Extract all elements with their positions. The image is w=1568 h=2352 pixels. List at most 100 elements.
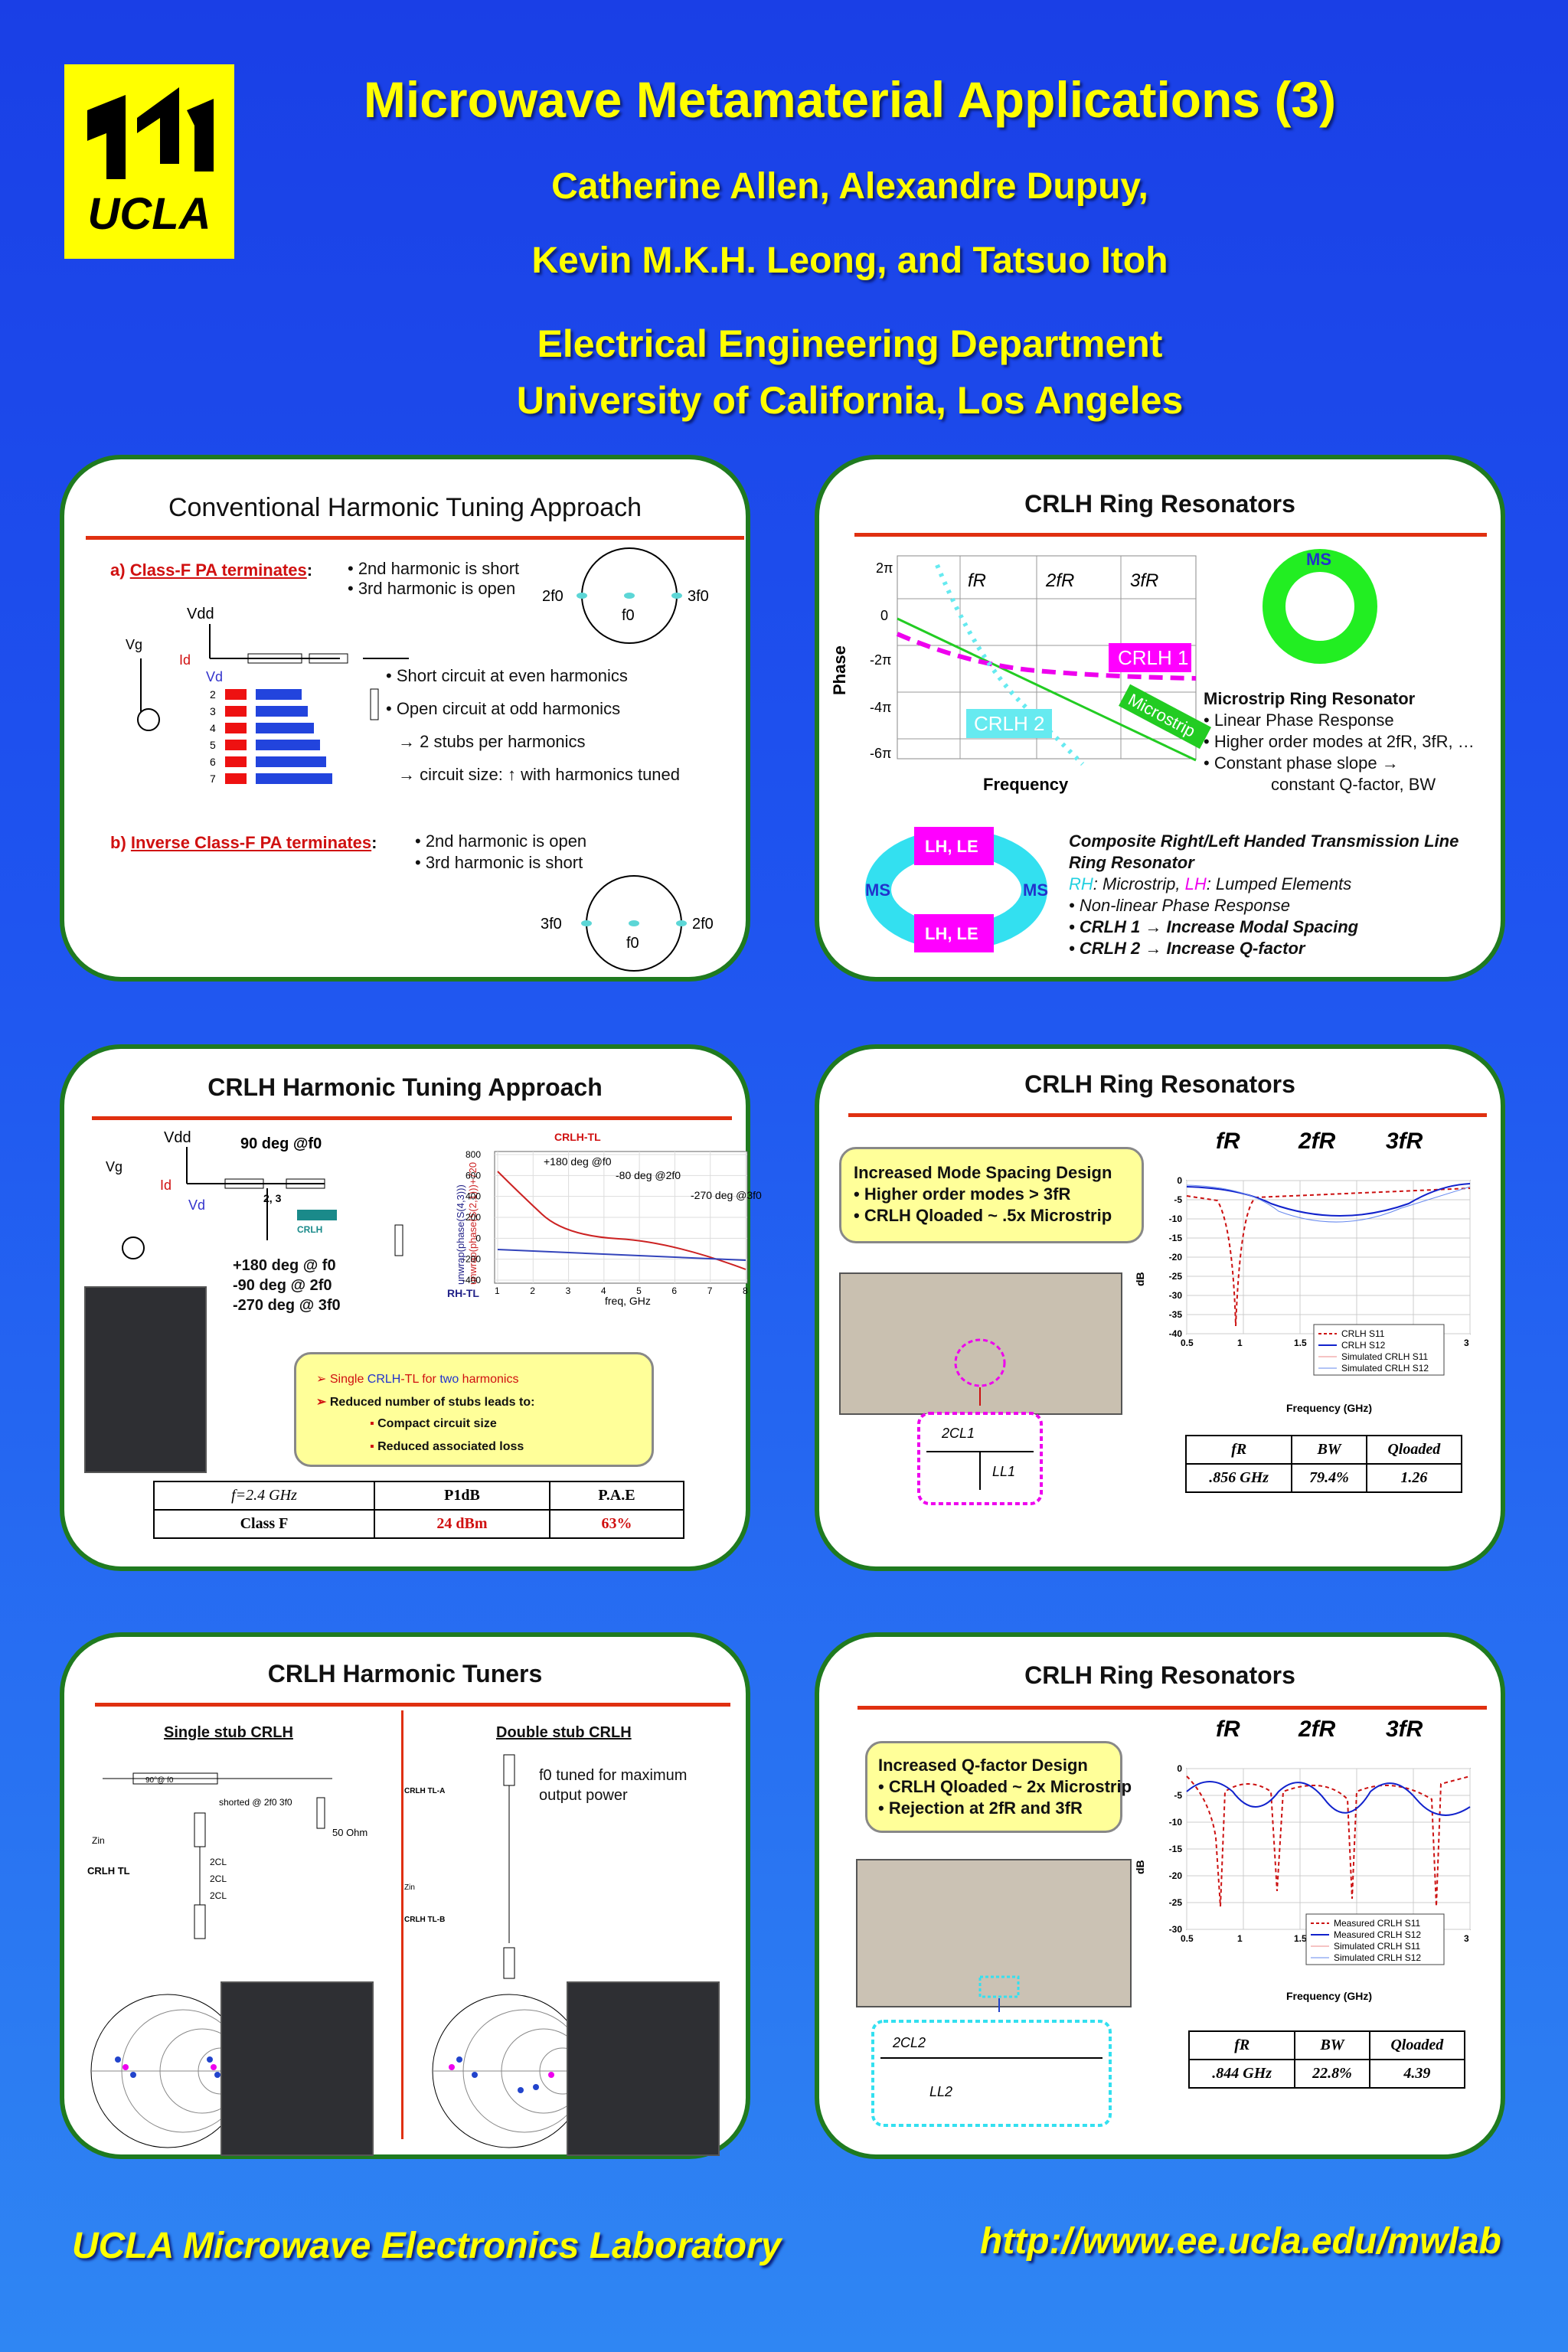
svg-text:Id: Id bbox=[160, 1178, 172, 1193]
q-factor-box: Increased Q-factor Design • CRLH Qloaded… bbox=[865, 1741, 1132, 1833]
series-measured-s11 bbox=[1186, 1775, 1471, 1907]
x-tick: 6 bbox=[671, 1285, 677, 1296]
panel-crlh-harmonic-tuning: CRLH Harmonic Tuning Approach Vdd Vg Id … bbox=[60, 1044, 762, 1571]
svg-text:CRLH TL-A: CRLH TL-A bbox=[404, 1787, 445, 1795]
y-tick: -35 bbox=[1169, 1309, 1183, 1320]
y-tick: 0 bbox=[475, 1233, 481, 1243]
svg-text:shorted @ 2f0 3f0: shorted @ 2f0 3f0 bbox=[219, 1797, 292, 1808]
svg-text:3f0: 3f0 bbox=[541, 916, 562, 933]
svg-text:LL1: LL1 bbox=[992, 1464, 1015, 1479]
series-crlh-s12 bbox=[1186, 1183, 1471, 1217]
svg-text:CRLH 1: CRLH 1 bbox=[1118, 646, 1188, 669]
s-parameter-plot-1: 0.511.522.530-5-10-15-20-25-30-35-40 fR … bbox=[1134, 1129, 1471, 1414]
svg-text:Measured CRLH S11: Measured CRLH S11 bbox=[1334, 1918, 1420, 1929]
y-tick: -400 bbox=[462, 1275, 481, 1285]
crlh-bullet-1: • Non-linear Phase Response bbox=[1069, 896, 1290, 915]
svg-text:CRLH: CRLH bbox=[297, 1224, 322, 1235]
svg-text:Zin: Zin bbox=[404, 1883, 415, 1892]
svg-text:-2π: -2π bbox=[870, 652, 891, 668]
svg-text:2fR: 2fR bbox=[1045, 570, 1074, 591]
y-tick: 0 bbox=[1177, 1175, 1182, 1186]
circuit-inset-1: 2CL1 LL1 bbox=[917, 1338, 1043, 1505]
y-tick: -200 bbox=[462, 1254, 481, 1265]
svg-text:+180 deg @f0: +180 deg @f0 bbox=[544, 1155, 612, 1168]
svg-text:freq, GHz: freq, GHz bbox=[605, 1295, 651, 1307]
svg-text:2f0: 2f0 bbox=[692, 916, 714, 933]
y-tick: 800 bbox=[466, 1149, 481, 1160]
y-tick: 600 bbox=[466, 1170, 481, 1181]
panel-conventional-harmonic-tuning: Conventional Harmonic Tuning Approach a)… bbox=[60, 455, 750, 982]
svg-text:RH-TL: RH-TL bbox=[447, 1287, 479, 1299]
panel-title: CRLH Harmonic Tuners bbox=[267, 1660, 543, 1687]
poster-header: Microwave Metamaterial Applications (3) … bbox=[260, 70, 1439, 429]
svg-text:dB: dB bbox=[1134, 1860, 1146, 1874]
x-tick: 1 bbox=[1237, 1338, 1243, 1348]
double-stub-photo bbox=[567, 1981, 720, 2156]
logo-text: UCLA bbox=[87, 189, 211, 239]
y-tick: -20 bbox=[1169, 1252, 1183, 1263]
panel-title: CRLH Ring Resonators bbox=[1024, 490, 1295, 518]
svg-text:-4π: -4π bbox=[870, 700, 891, 715]
smith-chart-top: 2f0 f0 3f0 bbox=[542, 547, 709, 644]
single-stub-heading: Single stub CRLH bbox=[164, 1724, 293, 1741]
stub-number: 4 bbox=[210, 722, 216, 734]
microstrip-ring: MS bbox=[1263, 549, 1377, 664]
svg-text:unwrap(phase(S(4,3))): unwrap(phase(S(4,3))) bbox=[455, 1184, 466, 1285]
y-tick: -5 bbox=[1174, 1790, 1182, 1801]
series-sim-s12 bbox=[1186, 1184, 1471, 1223]
stub-blue bbox=[256, 706, 308, 717]
phase-note-2: -90 deg @ 2f0 bbox=[233, 1277, 332, 1294]
inverse-class-f-link[interactable]: Inverse Class-F PA terminates bbox=[130, 833, 372, 852]
x-tick: 3 bbox=[566, 1285, 571, 1296]
x-tick: 5 bbox=[636, 1285, 642, 1296]
x-tick: 0.5 bbox=[1181, 1933, 1194, 1944]
y-tick: 0 bbox=[1177, 1763, 1182, 1774]
crlh-ring: LH, LE LH, LE MS MS bbox=[865, 827, 1048, 952]
svg-text:2fR: 2fR bbox=[1298, 1717, 1336, 1742]
lab-url[interactable]: http://www.ee.ucla.edu/mwlab bbox=[980, 2221, 1501, 2262]
stub-red bbox=[225, 740, 247, 750]
title-rule bbox=[848, 1113, 1487, 1117]
y-tick: 400 bbox=[466, 1191, 481, 1202]
single-stub-schematic: 90°@ f0 shorted @ 2f0 3f0 50 Ohm Zin CRL… bbox=[87, 1772, 368, 1939]
svg-text:3fR: 3fR bbox=[1386, 1129, 1423, 1154]
svg-text:CRLH TL: CRLH TL bbox=[87, 1865, 130, 1877]
stub-blue bbox=[256, 723, 314, 733]
column-divider bbox=[401, 1710, 403, 2139]
svg-text:unwrap(phase(S(2,1)))+720: unwrap(phase(S(2,1)))+720 bbox=[467, 1162, 479, 1285]
ms-bullet-2: • Higher order modes at 2fR, 3fR, … bbox=[1204, 732, 1475, 751]
x-tick: 8 bbox=[743, 1285, 748, 1296]
svg-text:2CL: 2CL bbox=[210, 1857, 227, 1867]
stub-blue bbox=[256, 773, 332, 784]
panel-title: Conventional Harmonic Tuning Approach bbox=[168, 493, 642, 522]
panel-title: CRLH Ring Resonators bbox=[1024, 1070, 1295, 1098]
svg-text:90°@ f0: 90°@ f0 bbox=[145, 1776, 174, 1785]
svg-text:Simulated CRLH S11: Simulated CRLH S11 bbox=[1334, 1941, 1420, 1952]
svg-text:2CL: 2CL bbox=[210, 1890, 227, 1901]
y-tick: -25 bbox=[1169, 1897, 1183, 1908]
stub-blue bbox=[256, 689, 302, 700]
svg-text:-80 deg @2f0: -80 deg @2f0 bbox=[616, 1169, 681, 1181]
svg-text:0: 0 bbox=[880, 608, 888, 623]
svg-text:Vd: Vd bbox=[206, 669, 223, 684]
svg-text:CRLH S12: CRLH S12 bbox=[1341, 1340, 1386, 1351]
x-tick: 2 bbox=[530, 1285, 535, 1296]
authors-line-1: Catherine Allen, Alexandre Dupuy, bbox=[551, 166, 1148, 207]
svg-text:CRLH S11: CRLH S11 bbox=[1341, 1328, 1385, 1339]
plot-area: 0.511.522.530-5-10-15-20-25-30-35-40 bbox=[1169, 1175, 1471, 1348]
stub-number: 5 bbox=[210, 739, 216, 751]
panel-crlh-harmonic-tuners: CRLH Harmonic Tuners Single stub CRLH Do… bbox=[60, 1632, 750, 2159]
svg-text:LH, LE: LH, LE bbox=[925, 837, 978, 856]
s-parameter-plot-2: 0.511.522.530-5-10-15-20-25-30 fR 2fR 3f… bbox=[1134, 1717, 1471, 2002]
smith-label-center: f0 bbox=[622, 607, 635, 624]
svg-text:MS: MS bbox=[1023, 880, 1048, 900]
double-stub-heading: Double stub CRLH bbox=[496, 1724, 632, 1741]
stub-number: 6 bbox=[210, 756, 216, 768]
x-tick: 1.5 bbox=[1294, 1933, 1307, 1944]
svg-text:2CL2: 2CL2 bbox=[892, 2035, 926, 2050]
svg-text:fR: fR bbox=[1216, 1129, 1240, 1154]
title-rule bbox=[95, 1703, 730, 1707]
class-f-link[interactable]: Class-F PA terminates bbox=[129, 560, 307, 580]
authors-line-2: Kevin M.K.H. Leong, and Tatsuo Itoh bbox=[531, 240, 1168, 281]
svg-text:-270 deg @3f0: -270 deg @3f0 bbox=[691, 1189, 762, 1201]
